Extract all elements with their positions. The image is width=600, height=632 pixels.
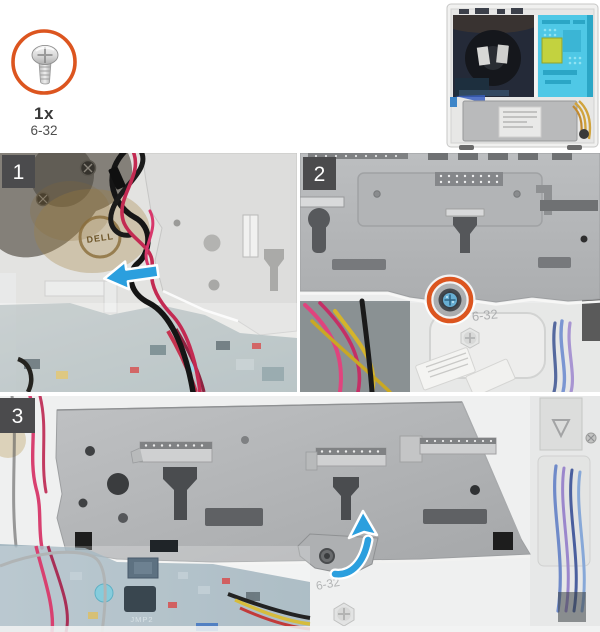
chassis-top-ports — [459, 8, 523, 14]
curved-lift-arrow-icon — [329, 509, 379, 580]
alignment-triangle-mark — [551, 419, 571, 439]
psu-cables — [303, 298, 392, 392]
screw-icon — [11, 29, 77, 95]
left-arrow-icon — [103, 260, 160, 291]
step-number: 3 — [12, 405, 24, 428]
screw-spec-label: 6-32 — [30, 123, 58, 138]
step-number: 2 — [314, 163, 326, 186]
screw-legend: 1x 6-32 — [0, 0, 100, 150]
step-number: 1 — [13, 161, 25, 184]
panel-divider — [534, 15, 538, 97]
screw-quantity-label: 1x — [34, 104, 54, 123]
motherboard-photo-bottom — [0, 303, 297, 392]
motherboard-area — [453, 15, 535, 97]
step-badge: 2 — [303, 157, 336, 190]
step-2-panel: 6-32 — [300, 153, 600, 392]
step-badge: 1 — [2, 155, 35, 188]
step-3-panel: JMP2 6-32 3 — [0, 396, 600, 632]
blue-release-clip — [450, 97, 457, 107]
cable-label-wrap — [108, 166, 126, 190]
chassis-foot — [459, 145, 474, 150]
black-cable — [17, 356, 34, 392]
front-io-cables — [553, 464, 586, 622]
drive-bracket — [55, 401, 531, 576]
legend-callout-ring — [11, 29, 77, 95]
cable-label-tags — [415, 347, 516, 392]
highlighted-drive-bracket — [538, 15, 593, 97]
ghost-screw-spec-label: 6-32 — [471, 306, 498, 324]
chassis-foot — [567, 145, 582, 150]
motherboard-photo: JMP2 — [0, 540, 311, 632]
sata-cables — [552, 319, 575, 392]
photo-bottom-strip — [0, 626, 600, 632]
screw-callout-ring — [424, 274, 476, 326]
drive-bracket-edge — [141, 153, 297, 336]
dell-logo-text: DELL — [86, 231, 115, 245]
screw-glyph — [31, 44, 59, 85]
step-badge: 3 — [0, 398, 35, 433]
step-1-panel: DELL — [0, 153, 297, 392]
jmp-silkscreen-label: JMP2 — [130, 615, 153, 624]
power-supply-unit — [455, 95, 592, 142]
ghost-screw — [460, 327, 480, 349]
chassis-overview-thumbnail — [446, 3, 599, 150]
